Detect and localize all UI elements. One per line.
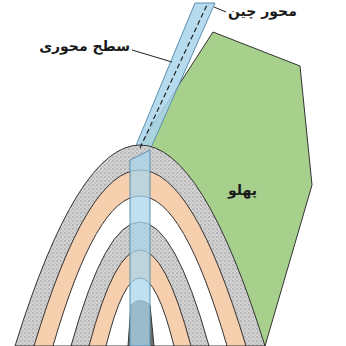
leader-line xyxy=(214,7,226,12)
axial-plane-label: سطح محوری xyxy=(39,38,130,55)
rock-layer xyxy=(15,145,265,346)
fold-layers xyxy=(15,145,265,346)
leader-line xyxy=(132,50,172,62)
axial-plane-front xyxy=(130,150,150,346)
limb-label: پهلو xyxy=(228,182,257,199)
fold-axis-line xyxy=(140,5,207,148)
axial-plane xyxy=(130,3,215,160)
fold-axis-label: محور چین xyxy=(228,3,297,20)
